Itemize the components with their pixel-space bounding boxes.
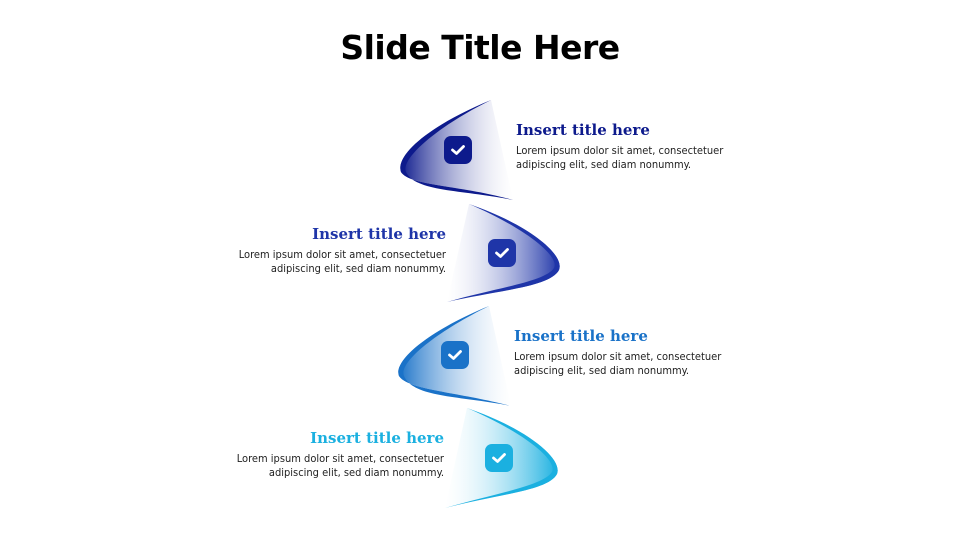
check-icon	[485, 444, 513, 472]
check-icon	[488, 239, 516, 267]
item-body-line: adipiscing elit, sed diam nonummy.	[268, 466, 444, 479]
item-1-text: Insert title here Lorem ipsum dolor sit …	[516, 121, 776, 172]
slide-title: Slide Title Here	[340, 28, 620, 67]
item-body-line: Lorem ipsum dolor sit amet, consectetuer	[514, 350, 722, 363]
item-3-text: Insert title here Lorem ipsum dolor sit …	[514, 327, 774, 378]
item-body-line: Lorem ipsum dolor sit amet, consectetuer	[236, 452, 444, 465]
item-body-line: Lorem ipsum dolor sit amet, consectetuer	[516, 144, 724, 157]
item-2-text: Insert title here Lorem ipsum dolor sit …	[186, 225, 446, 276]
item-body-line: adipiscing elit, sed diam nonummy.	[516, 158, 692, 171]
item-4-text: Insert title here Lorem ipsum dolor sit …	[184, 429, 444, 480]
item-title: Insert title here	[312, 225, 446, 243]
item-title: Insert title here	[310, 429, 444, 447]
item-title: Insert title here	[516, 121, 650, 139]
item-body-line: Lorem ipsum dolor sit amet, consectetuer	[238, 248, 446, 261]
item-body-line: adipiscing elit, sed diam nonummy.	[514, 364, 690, 377]
item-body-line: adipiscing elit, sed diam nonummy.	[270, 262, 446, 275]
check-icon	[444, 136, 472, 164]
check-icon	[441, 341, 469, 369]
item-title: Insert title here	[514, 327, 648, 345]
